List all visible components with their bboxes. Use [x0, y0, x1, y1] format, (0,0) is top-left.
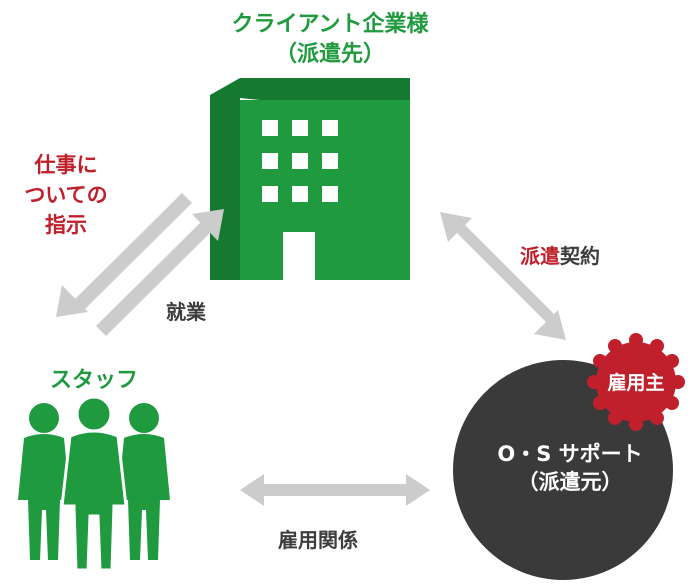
client-name: クライアント企業様 — [231, 12, 429, 37]
staff-people-icon — [18, 395, 170, 572]
agency-name: O・S サポート （派遣元） — [460, 440, 680, 496]
instruction-label: 仕事に ついての 指示 — [16, 150, 116, 240]
instruction-arrow — [56, 193, 192, 317]
building-icon — [210, 78, 410, 280]
employment-arrow — [240, 474, 430, 506]
work-label: 就業 — [166, 300, 206, 324]
work-arrow — [96, 209, 224, 336]
agency-name-text: O・S サポート — [497, 442, 643, 466]
instruction-line-3: 指示 — [45, 213, 87, 237]
instruction-line-2: ついての — [24, 183, 108, 207]
dispatch-contract-arrow — [440, 212, 566, 340]
dispatch-contract-label: 派遣契約 — [520, 240, 600, 269]
client-subtitle: （派遣先） — [274, 42, 385, 67]
dispatch-contract-highlight: 派遣 — [520, 244, 560, 268]
staff-label: スタッフ — [50, 368, 139, 393]
employment-relation-label: 雇用関係 — [278, 528, 358, 552]
instruction-line-1: 仕事に — [34, 153, 98, 177]
employer-seal — [587, 333, 685, 431]
dispatch-contract-rest: 契約 — [560, 244, 600, 268]
client-title: クライアント企業様 （派遣先） — [195, 10, 465, 70]
agency-subtitle: （派遣元） — [517, 470, 623, 494]
employer-badge: 雇用主 — [607, 372, 665, 394]
